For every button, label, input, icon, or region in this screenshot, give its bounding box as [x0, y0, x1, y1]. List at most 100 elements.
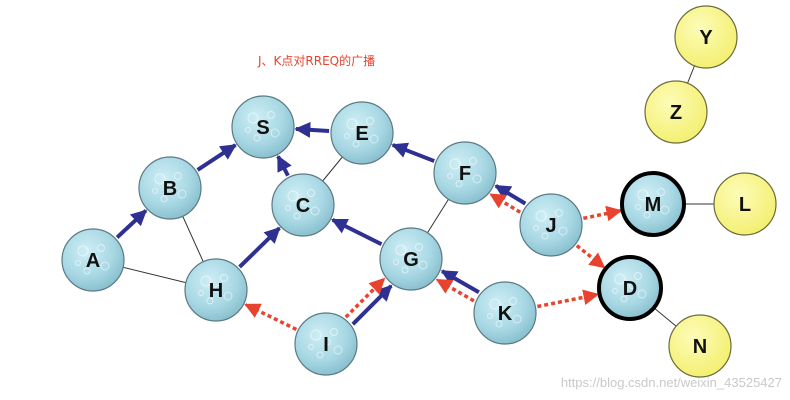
node-texture: [393, 259, 399, 265]
edge-broadcast-j-d: [575, 244, 606, 269]
node-texture: [472, 174, 482, 184]
node-texture: [247, 112, 259, 124]
node-z: Z: [644, 80, 708, 144]
node-label: B: [163, 178, 177, 200]
node-texture: [215, 285, 221, 291]
node-texture: [541, 232, 549, 240]
edge-broadcast-j-f: [489, 192, 522, 214]
node-texture: [629, 283, 635, 289]
node-circle: [674, 5, 738, 69]
edge-forward-g-c: [331, 217, 383, 247]
node-texture: [174, 172, 182, 180]
node-label: S: [256, 117, 269, 139]
edge-forward-c-s: [276, 154, 292, 177]
node-b: B: [138, 156, 202, 220]
edge-forward-f-e: [391, 142, 435, 163]
node-label: I: [323, 334, 329, 356]
edge-forward-k-g: [440, 269, 480, 294]
node-texture: [223, 291, 233, 301]
node-texture: [262, 122, 268, 128]
node-texture: [533, 225, 539, 231]
node-texture: [253, 134, 261, 142]
node-label: M: [645, 194, 662, 216]
node-texture: [75, 260, 81, 266]
node-texture: [535, 210, 547, 222]
node-label: F: [459, 163, 471, 185]
node-g: G: [379, 227, 443, 291]
node-texture: [449, 158, 461, 170]
node-texture: [512, 314, 522, 324]
edges-layer: [92, 36, 745, 347]
node-label: H: [209, 280, 223, 302]
node-texture: [169, 183, 175, 189]
node-texture: [302, 200, 308, 206]
node-texture: [100, 261, 110, 271]
node-l: L: [713, 172, 777, 236]
node-label: K: [498, 303, 513, 325]
node-texture: [200, 275, 212, 287]
node-texture: [369, 134, 379, 144]
node-texture: [464, 168, 470, 174]
node-texture: [344, 133, 350, 139]
edge-forward-b-s: [196, 143, 237, 172]
node-circle: [668, 314, 732, 378]
node-label: Z: [670, 102, 682, 124]
node-texture: [555, 209, 563, 217]
node-texture: [509, 297, 517, 305]
node-texture: [267, 111, 275, 119]
node-texture: [206, 297, 214, 305]
node-n: N: [668, 314, 732, 378]
node-texture: [160, 195, 168, 203]
node-texture: [198, 290, 204, 296]
node-texture: [550, 220, 556, 226]
node-texture: [415, 243, 423, 251]
node-texture: [401, 266, 409, 274]
node-texture: [643, 211, 651, 219]
node-i: I: [294, 312, 358, 376]
node-label: A: [86, 250, 100, 272]
node-texture: [287, 190, 299, 202]
node-c: C: [271, 173, 335, 237]
node-circle: [644, 80, 708, 144]
node-label: E: [355, 123, 368, 145]
node-texture: [77, 245, 89, 257]
node-texture: [455, 180, 463, 188]
node-texture: [154, 173, 166, 185]
node-texture: [330, 328, 338, 336]
node-texture: [637, 289, 647, 299]
node-texture: [310, 206, 320, 216]
node-label: J: [545, 215, 556, 237]
node-texture: [614, 273, 626, 285]
node-j: J: [519, 193, 583, 257]
node-texture: [316, 351, 324, 359]
node-circle: [713, 172, 777, 236]
edge-broadcast-j-m: [582, 205, 623, 222]
node-texture: [657, 188, 665, 196]
node-texture: [635, 204, 641, 210]
node-texture: [558, 226, 568, 236]
node-texture: [333, 345, 343, 355]
node-texture: [418, 260, 428, 270]
edge-forward-h-c: [238, 226, 281, 269]
node-a: A: [61, 228, 125, 292]
node-texture: [634, 272, 642, 280]
node-texture: [366, 117, 374, 125]
node-texture: [308, 344, 314, 350]
node-texture: [293, 212, 301, 220]
watermark: https://blog.csdn.net/weixin_43525427: [560, 375, 782, 390]
node-texture: [637, 189, 649, 201]
node-label: G: [403, 249, 419, 271]
node-texture: [620, 295, 628, 303]
node-h: H: [184, 258, 248, 322]
node-texture: [285, 205, 291, 211]
node-texture: [325, 339, 331, 345]
node-texture: [270, 128, 280, 138]
edge-forward-e-s: [294, 121, 330, 138]
node-texture: [395, 244, 407, 256]
node-texture: [361, 128, 367, 134]
node-m: M: [620, 171, 686, 237]
node-texture: [495, 320, 503, 328]
node-texture: [504, 308, 510, 314]
